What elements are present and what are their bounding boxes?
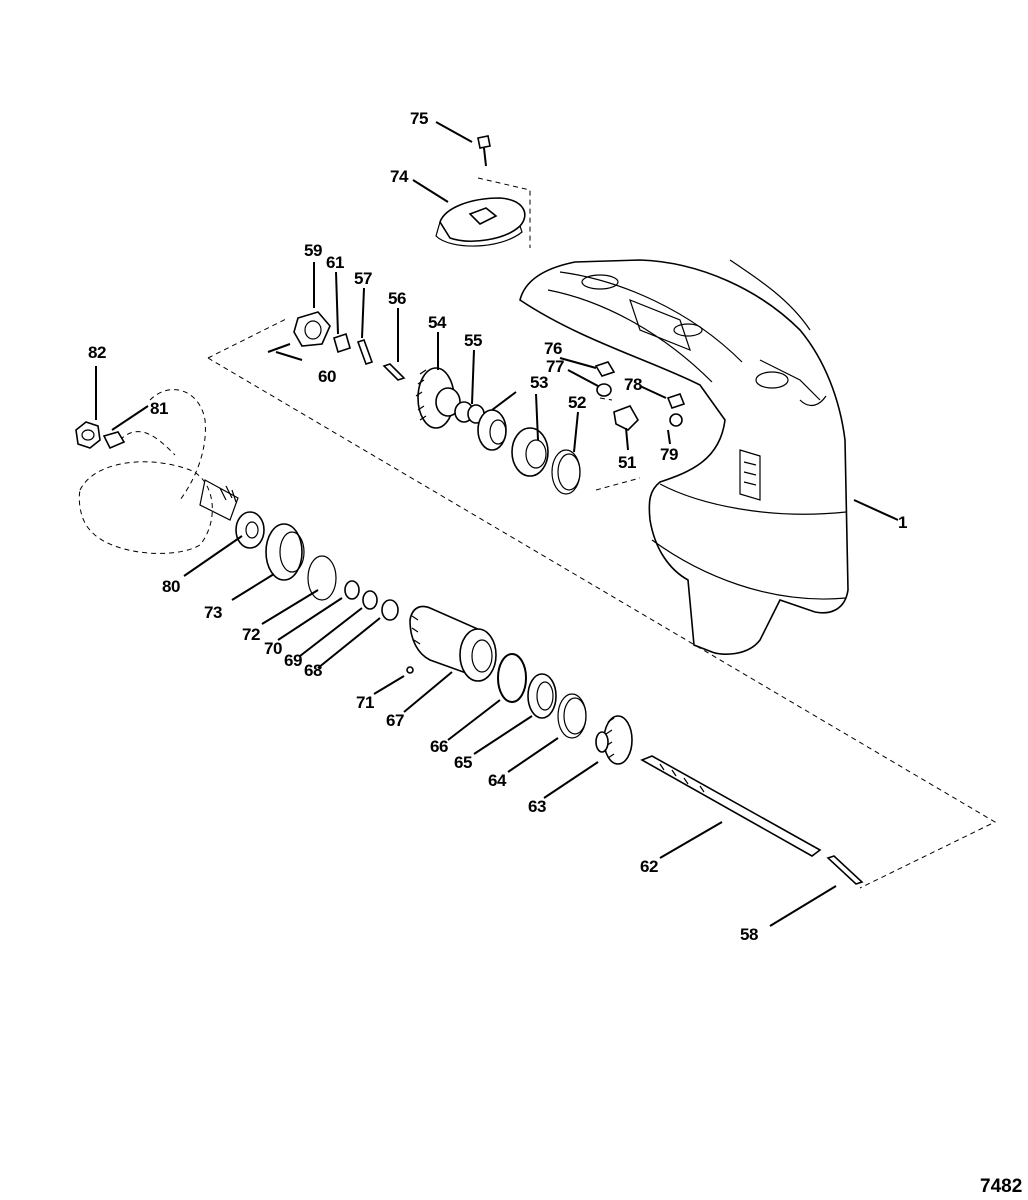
callout-63: 63 (528, 797, 546, 816)
assembly-center-lines (207, 177, 997, 889)
reverse-gear-63 (595, 715, 633, 765)
pin-56 (382, 363, 406, 381)
callout-78: 78 (624, 375, 642, 394)
callout-82: 82 (88, 343, 106, 362)
pin-60 (267, 343, 291, 353)
forward-gear-54 (415, 367, 461, 429)
callout-67: 67 (386, 711, 404, 730)
callout-56: 56 (388, 289, 406, 308)
tab-washer (102, 431, 126, 450)
callout-1: 1 (898, 513, 907, 532)
callout-81: 81 (150, 399, 168, 418)
spring-61 (333, 332, 351, 354)
tapered-bearing-53 (477, 409, 549, 477)
callout-70: 70 (264, 639, 282, 658)
propeller-shaft-62 (640, 755, 822, 857)
callout-54: 54 (428, 313, 447, 332)
shift-housing-parts (594, 361, 686, 431)
callout-62: 62 (640, 857, 658, 876)
bearing-65 (527, 673, 557, 719)
callout-55: 55 (464, 331, 482, 350)
callout-75: 75 (410, 109, 428, 128)
seal-69 (362, 590, 378, 610)
leader-lines (95, 121, 899, 927)
shift-cam (293, 311, 331, 347)
pin-71 (406, 666, 414, 674)
callout-51: 51 (618, 453, 636, 472)
trim-tab-anode (435, 197, 526, 247)
callout-64: 64 (488, 771, 507, 790)
callout-71: 71 (356, 693, 374, 712)
bearing-55 (454, 401, 485, 424)
callout-66: 66 (430, 737, 448, 756)
callout-57: 57 (354, 269, 372, 288)
callout-59: 59 (304, 241, 322, 260)
anode-screw (477, 135, 491, 167)
bearing-carrier-73 (265, 523, 305, 581)
figure-number: 7482 (980, 1176, 1022, 1197)
cam-follower-58 (826, 855, 864, 885)
thrust-hub-80 (235, 511, 265, 549)
callout-73: 73 (204, 603, 222, 622)
callout-53: 53 (530, 373, 548, 392)
bearing-carrier-67 (409, 605, 497, 682)
retaining-ring-72 (307, 555, 337, 601)
callout-72: 72 (242, 625, 260, 644)
bushing-68 (381, 599, 399, 621)
callout-61: 61 (326, 253, 344, 272)
callout-58: 58 (740, 925, 758, 944)
o-ring-66 (497, 653, 527, 703)
callout-labels: 75 74 59 61 57 56 54 55 76 77 53 52 78 7… (88, 109, 1022, 1197)
shift-shaft-57 (356, 338, 374, 366)
gear-housing (519, 259, 849, 655)
shim-64 (557, 693, 587, 739)
washer-70 (344, 580, 360, 600)
shim-52 (551, 449, 581, 495)
callout-74: 74 (390, 167, 409, 186)
callout-80: 80 (162, 577, 180, 596)
callout-52: 52 (568, 393, 586, 412)
callout-77: 77 (546, 357, 564, 376)
propeller-phantom (78, 389, 239, 554)
callout-68: 68 (304, 661, 322, 680)
callout-60: 60 (318, 367, 336, 386)
callout-65: 65 (454, 753, 472, 772)
callout-76: 76 (544, 339, 562, 358)
propeller-nut (75, 421, 101, 449)
callout-79: 79 (660, 445, 678, 464)
callout-69: 69 (284, 651, 302, 670)
